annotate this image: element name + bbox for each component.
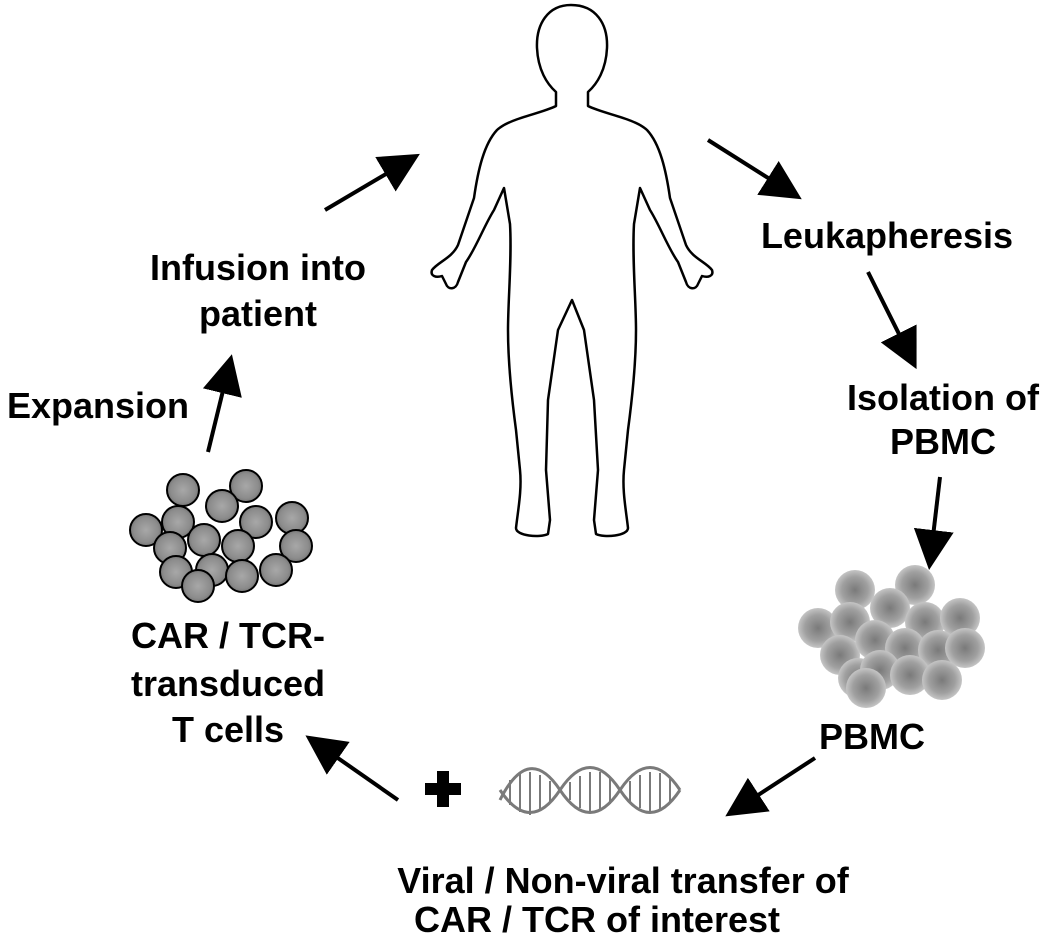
label-leukapheresis: Leukapheresis	[761, 215, 1013, 256]
arrow-to-tcells	[305, 735, 400, 802]
label-infusion-line2: patient	[199, 293, 317, 334]
arrow-to-transfer	[725, 756, 817, 817]
arrow-to-leukapheresis	[706, 138, 802, 200]
label-transfer-line2: CAR / TCR of interest	[414, 899, 780, 935]
workflow-arrows	[202, 138, 954, 817]
label-infusion-line1: Infusion into	[150, 247, 366, 288]
arrow-to-pbmc	[913, 476, 954, 570]
arrow-infusion	[323, 153, 420, 212]
label-transduced-line3: T cells	[172, 709, 284, 750]
label-pbmc: PBMC	[819, 716, 925, 757]
pbmc-cell-cluster-icon	[798, 565, 985, 708]
human-body-outline-icon	[430, 3, 714, 538]
label-isolation-line2: PBMC	[890, 421, 996, 462]
arrow-to-isolation	[866, 271, 917, 370]
arrow-expansion	[202, 354, 242, 453]
dna-double-helix-icon	[498, 766, 682, 815]
plus-icon	[425, 771, 461, 807]
label-transduced-line2: transduced	[131, 663, 325, 704]
label-transfer-line1: Viral / Non-viral transfer of	[397, 860, 849, 901]
label-isolation-line1: Isolation of	[847, 377, 1040, 418]
t-cell-cluster-icon	[129, 469, 313, 603]
label-expansion: Expansion	[7, 385, 189, 426]
label-transduced-line1: CAR / TCR-	[131, 615, 325, 656]
